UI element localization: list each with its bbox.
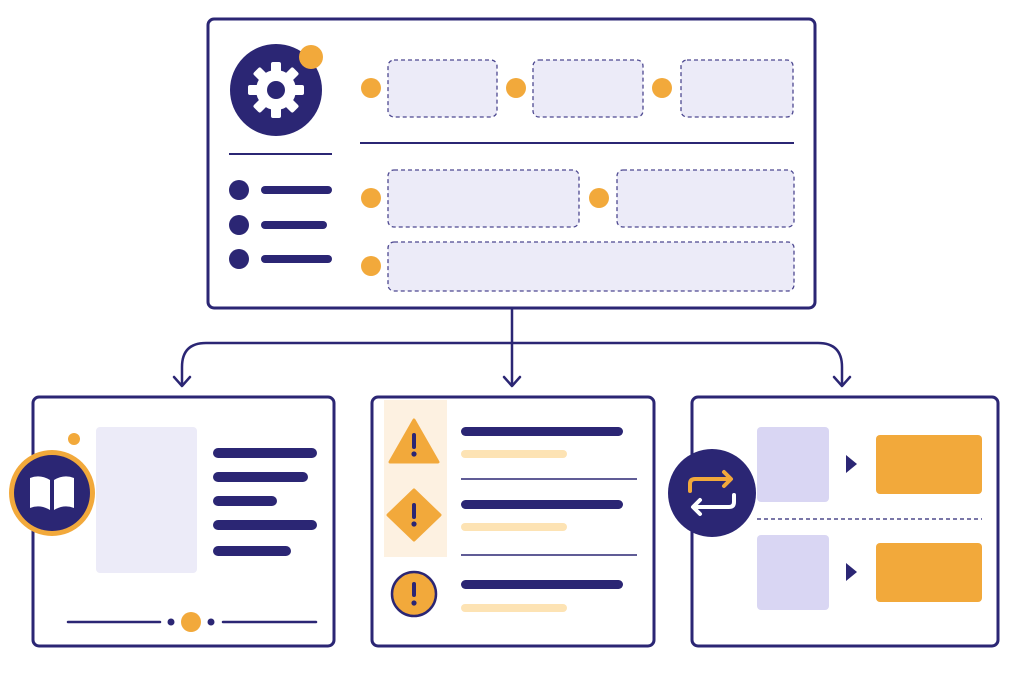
sidebar-menu xyxy=(229,180,332,269)
input-field[interactable] xyxy=(387,59,498,118)
notification-dot xyxy=(299,45,323,69)
input-field[interactable] xyxy=(680,59,794,118)
menu-item[interactable] xyxy=(229,180,332,200)
field-marker xyxy=(361,78,381,98)
chevron-right-icon xyxy=(846,455,857,473)
target-card[interactable] xyxy=(876,435,982,494)
field-row-middle xyxy=(361,169,795,228)
documentation-panel xyxy=(9,395,336,648)
target-card[interactable] xyxy=(876,543,982,602)
notification-dot xyxy=(68,433,80,445)
connector-left xyxy=(180,341,514,386)
mapping-row[interactable] xyxy=(757,535,982,610)
source-card[interactable] xyxy=(757,427,829,502)
swap-badge xyxy=(668,449,756,537)
input-field[interactable] xyxy=(387,169,580,228)
arrowhead-center xyxy=(502,375,522,388)
field-marker xyxy=(361,188,381,208)
field-row-top xyxy=(361,59,794,118)
connector-right xyxy=(510,341,844,386)
warning-diamond-icon xyxy=(386,488,442,542)
book-badge xyxy=(9,433,95,536)
field-marker xyxy=(589,188,609,208)
pagination-slider[interactable] xyxy=(66,612,318,632)
menu-item[interactable] xyxy=(229,215,327,235)
field-marker xyxy=(652,78,672,98)
alert-row[interactable] xyxy=(390,570,623,618)
alerts-panel xyxy=(370,395,656,648)
text-lines xyxy=(213,448,317,556)
warning-triangle-icon xyxy=(388,418,440,464)
chevron-right-icon xyxy=(846,563,857,581)
warning-circle-icon xyxy=(390,570,438,618)
mapping-panel xyxy=(668,395,1000,648)
open-book-icon xyxy=(30,476,74,510)
swap-arrows-icon xyxy=(688,470,736,516)
main-settings-panel xyxy=(206,17,817,310)
input-field[interactable] xyxy=(387,241,795,292)
gear-badge xyxy=(230,44,323,136)
menu-item[interactable] xyxy=(229,249,332,269)
arrowhead-left xyxy=(172,375,192,388)
field-marker xyxy=(361,256,381,276)
gear-icon xyxy=(248,62,304,118)
branch-connectors xyxy=(172,308,852,388)
mapping-row[interactable] xyxy=(757,427,982,502)
source-card[interactable] xyxy=(757,535,829,610)
alert-row[interactable] xyxy=(388,418,623,464)
field-row-bottom xyxy=(361,241,795,292)
arrowhead-right xyxy=(832,375,852,388)
field-marker xyxy=(506,78,526,98)
preview-thumbnail[interactable] xyxy=(96,427,197,573)
input-field[interactable] xyxy=(616,169,795,228)
alert-row[interactable] xyxy=(386,488,623,542)
input-field[interactable] xyxy=(532,59,644,118)
